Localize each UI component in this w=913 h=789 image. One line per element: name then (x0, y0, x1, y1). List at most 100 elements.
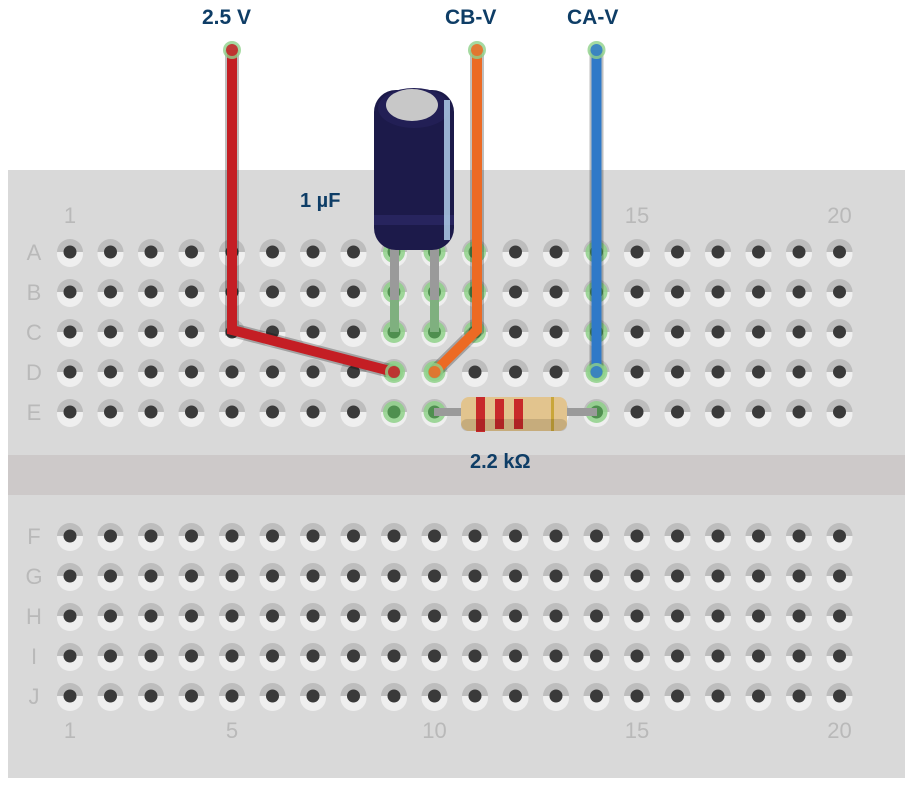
hole-A4[interactable] (178, 239, 205, 267)
hole-D11[interactable] (462, 359, 488, 387)
hole-E7[interactable] (300, 399, 326, 427)
hole-H16[interactable] (664, 603, 691, 631)
hole-C17[interactable] (705, 319, 731, 347)
hole-G12[interactable] (502, 563, 529, 591)
hole-J4[interactable] (178, 683, 205, 711)
hole-I18[interactable] (745, 643, 772, 671)
hole-J10[interactable] (421, 683, 448, 711)
hole-C2[interactable] (97, 319, 124, 347)
hole-B12[interactable] (502, 279, 529, 307)
hole-J3[interactable] (138, 683, 164, 711)
hole-I8[interactable] (340, 643, 367, 671)
hole-I15[interactable] (624, 643, 650, 671)
hole-F1[interactable] (57, 523, 83, 551)
hole-E19[interactable] (786, 399, 812, 427)
hole-C4[interactable] (178, 319, 205, 347)
hole-I10[interactable] (421, 643, 448, 671)
hole-J2[interactable] (97, 683, 124, 711)
hole-H18[interactable] (745, 603, 772, 631)
hole-J16[interactable] (664, 683, 691, 711)
hole-C1[interactable] (57, 319, 83, 347)
hole-D12[interactable] (502, 359, 529, 387)
hole-C3[interactable] (138, 319, 164, 347)
hole-G5[interactable] (219, 563, 245, 591)
hole-A3[interactable] (138, 239, 164, 267)
hole-A8[interactable] (340, 239, 367, 267)
hole-J12[interactable] (502, 683, 529, 711)
hole-C13[interactable] (543, 319, 569, 347)
hole-H6[interactable] (259, 603, 286, 631)
hole-G8[interactable] (340, 563, 367, 591)
hole-F2[interactable] (97, 523, 124, 551)
hole-B3[interactable] (138, 279, 164, 307)
hole-D5[interactable] (219, 359, 245, 387)
hole-A6[interactable] (259, 239, 286, 267)
hole-H8[interactable] (340, 603, 367, 631)
hole-J19[interactable] (786, 683, 812, 711)
hole-J15[interactable] (624, 683, 650, 711)
hole-C7[interactable] (300, 319, 326, 347)
hole-F17[interactable] (705, 523, 731, 551)
hole-G16[interactable] (664, 563, 691, 591)
hole-I16[interactable] (664, 643, 691, 671)
hole-F13[interactable] (543, 523, 569, 551)
hole-G11[interactable] (462, 563, 488, 591)
hole-D13[interactable] (543, 359, 569, 387)
hole-H17[interactable] (705, 603, 731, 631)
hole-D7[interactable] (300, 359, 326, 387)
hole-A7[interactable] (300, 239, 326, 267)
hole-H5[interactable] (219, 603, 245, 631)
hole-J13[interactable] (543, 683, 569, 711)
hole-G20[interactable] (826, 563, 853, 591)
hole-B19[interactable] (786, 279, 812, 307)
hole-D20[interactable] (826, 359, 853, 387)
hole-B17[interactable] (705, 279, 731, 307)
hole-G9[interactable] (381, 563, 407, 591)
hole-E16[interactable] (664, 399, 691, 427)
hole-D2[interactable] (97, 359, 124, 387)
hole-F7[interactable] (300, 523, 326, 551)
hole-A12[interactable] (502, 239, 529, 267)
hole-F15[interactable] (624, 523, 650, 551)
hole-G15[interactable] (624, 563, 650, 591)
hole-I6[interactable] (259, 643, 286, 671)
hole-B16[interactable] (664, 279, 691, 307)
hole-I17[interactable] (705, 643, 731, 671)
hole-G13[interactable] (543, 563, 569, 591)
hole-I1[interactable] (57, 643, 83, 671)
hole-I5[interactable] (219, 643, 245, 671)
hole-I7[interactable] (300, 643, 326, 671)
hole-H19[interactable] (786, 603, 812, 631)
hole-E4[interactable] (178, 399, 205, 427)
hole-D1[interactable] (57, 359, 83, 387)
hole-H7[interactable] (300, 603, 326, 631)
hole-B4[interactable] (178, 279, 205, 307)
hole-H3[interactable] (138, 603, 164, 631)
hole-J8[interactable] (340, 683, 367, 711)
hole-C16[interactable] (664, 319, 691, 347)
hole-C20[interactable] (826, 319, 853, 347)
hole-F12[interactable] (502, 523, 529, 551)
hole-J14[interactable] (583, 683, 610, 711)
hole-A16[interactable] (664, 239, 691, 267)
hole-F8[interactable] (340, 523, 367, 551)
hole-E1[interactable] (57, 399, 83, 427)
hole-D6[interactable] (259, 359, 286, 387)
hole-J1[interactable] (57, 683, 83, 711)
hole-D4[interactable] (178, 359, 205, 387)
hole-B8[interactable] (340, 279, 367, 307)
hole-F10[interactable] (421, 523, 448, 551)
hole-A19[interactable] (786, 239, 812, 267)
wire-2.5v[interactable] (223, 41, 403, 381)
hole-J5[interactable] (219, 683, 245, 711)
hole-D16[interactable] (664, 359, 691, 387)
hole-F3[interactable] (138, 523, 164, 551)
hole-A17[interactable] (705, 239, 731, 267)
hole-F18[interactable] (745, 523, 772, 551)
hole-F5[interactable] (219, 523, 245, 551)
hole-A18[interactable] (745, 239, 772, 267)
hole-H13[interactable] (543, 603, 569, 631)
hole-G4[interactable] (178, 563, 205, 591)
hole-J20[interactable] (826, 683, 853, 711)
hole-E3[interactable] (138, 399, 164, 427)
